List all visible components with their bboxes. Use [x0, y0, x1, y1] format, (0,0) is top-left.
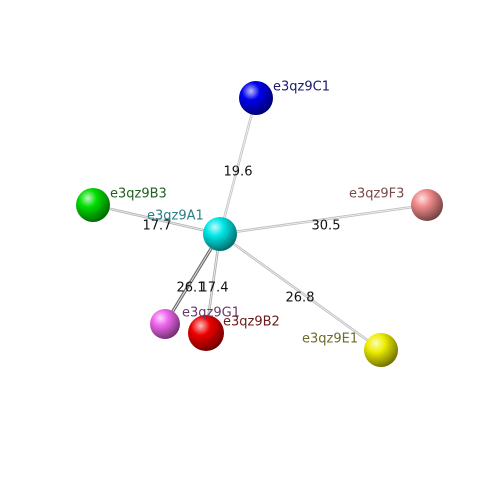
nodes-layer [76, 81, 443, 367]
edge-highlight [219, 97, 257, 235]
node-label-b2: e3qz9B2 [223, 315, 280, 330]
edge-weight-label: 26.1 [177, 281, 206, 296]
node-label-b3: e3qz9B3 [110, 187, 167, 202]
edge-weight-label: 30.5 [312, 219, 341, 234]
node-label-g1: e3qz9G1 [182, 306, 240, 321]
node-e1[interactable] [364, 333, 398, 367]
node-g1[interactable] [150, 309, 180, 339]
node-b2[interactable] [188, 315, 224, 351]
edge-weight-label: 19.6 [224, 165, 253, 180]
edge-highlight [92, 204, 221, 235]
edge-highlight [219, 233, 382, 351]
edge-weight-label: 17.7 [143, 219, 172, 234]
node-label-c1: e3qz9C1 [273, 80, 330, 95]
node-label-a1: e3qz9A1 [147, 209, 204, 224]
edge-labels-layer: 19.6 17.7 30.5 26.8 26.117.4 [143, 165, 341, 306]
node-label-e1: e3qz9E1 [302, 332, 358, 347]
node-labels-layer: e3qz9A1 e3qz9C1 e3qz9B3 e3qz9F3 e3qz9E1 e3qz9… [110, 80, 404, 347]
edge-highlight [219, 204, 428, 235]
node-a1[interactable] [203, 217, 237, 251]
node-b3[interactable] [76, 188, 110, 222]
edge-highlight [164, 233, 221, 325]
edge-weight-label: 17.4 [200, 281, 229, 296]
node-label-f3: e3qz9F3 [349, 187, 404, 202]
node-f3[interactable] [411, 189, 443, 221]
node-c1[interactable] [239, 81, 273, 115]
edge-weight-label: 26.8 [286, 291, 315, 306]
